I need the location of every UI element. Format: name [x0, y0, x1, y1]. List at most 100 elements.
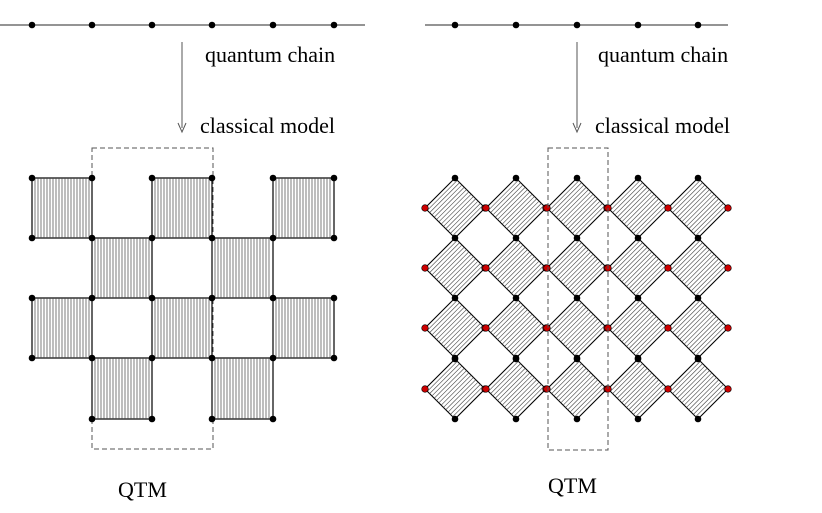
hatch-line: [556, 187, 587, 218]
red-lattice-node: [664, 324, 672, 332]
hatch-line: [429, 363, 460, 394]
right-quantum-chain-label: quantum chain: [598, 42, 728, 67]
hatch-line: [499, 251, 531, 283]
red-lattice-node: [543, 324, 551, 332]
hatch-line: [679, 249, 710, 280]
lattice-node: [269, 174, 277, 182]
hatch-line: [495, 187, 526, 218]
chain-node: [330, 21, 338, 29]
right-qtm-label: QTM: [548, 473, 597, 498]
lattice-node: [451, 415, 459, 423]
hatch-line: [558, 189, 589, 220]
hatch-line: [452, 205, 483, 236]
hatch-line: [495, 307, 526, 338]
hatch-line: [567, 318, 598, 349]
hatch-line: [506, 379, 537, 410]
hatch-line: [672, 242, 703, 273]
left-panel: quantum chain classical model QTM: [0, 21, 365, 502]
hatch-line: [553, 184, 585, 216]
hatch-line: [695, 325, 726, 356]
hatch-line: [683, 193, 715, 225]
lattice-plaquette: [151, 177, 213, 239]
lattice-node: [573, 234, 581, 242]
lattice-node: [694, 174, 702, 182]
hatch-line: [617, 187, 648, 218]
hatch-line: [623, 374, 655, 406]
hatch-line: [445, 318, 476, 349]
hatch-line: [497, 309, 528, 340]
lattice-node: [28, 354, 36, 362]
lattice-node: [512, 415, 520, 423]
hatch-line: [443, 316, 474, 347]
hatch-line: [452, 386, 483, 417]
hatch-line: [450, 263, 481, 294]
hatch-line: [440, 253, 472, 285]
red-lattice-node: [482, 264, 490, 272]
hatch-line: [565, 377, 596, 408]
hatch-line: [560, 191, 592, 223]
hatch-line: [445, 379, 476, 410]
hatch-line: [677, 368, 708, 399]
hatch-line: [626, 316, 657, 347]
hatch-line: [488, 361, 519, 392]
diamond-plaquette: [607, 297, 669, 359]
hatch-line: [551, 182, 582, 213]
hatch-line: [427, 300, 458, 331]
red-lattice-node: [664, 264, 672, 272]
hatch-line: [511, 323, 542, 354]
hatch-line: [619, 309, 650, 340]
lattice-plaquette: [91, 237, 153, 299]
hatch-line: [569, 381, 601, 413]
chain-node: [28, 21, 36, 29]
hatch-line: [623, 313, 655, 345]
hatch-line: [501, 193, 533, 225]
diamond-plaquette: [424, 358, 486, 420]
hatch-line: [436, 370, 467, 401]
hatch-line: [440, 313, 472, 345]
hatch-line: [630, 260, 662, 292]
hatch-line: [628, 379, 659, 410]
hatch-line: [504, 377, 535, 408]
red-lattice-node: [482, 324, 490, 332]
hatch-line: [628, 198, 659, 229]
lattice-node: [512, 355, 520, 363]
hatch-line: [429, 242, 460, 273]
hatch-line: [619, 249, 650, 280]
hatch-line: [551, 363, 582, 394]
hatch-line: [511, 384, 542, 415]
lattice-node: [269, 354, 277, 362]
hatch-line: [693, 384, 724, 415]
hatch-line: [490, 242, 521, 273]
hatch-line: [572, 384, 603, 415]
hatch-line: [508, 381, 540, 413]
lattice-node: [573, 415, 581, 423]
diamond-plaquette: [667, 177, 729, 239]
hatch-line: [562, 253, 594, 285]
hatch-line: [674, 304, 706, 336]
lattice-node: [88, 234, 96, 242]
hatch-line: [452, 325, 483, 356]
hatch-line: [679, 189, 710, 220]
lattice-node: [88, 354, 96, 362]
hatch-line: [619, 370, 650, 401]
hatch-line: [427, 361, 458, 392]
hatch-line: [431, 244, 463, 276]
hatch-line: [499, 191, 531, 223]
hatch-line: [445, 198, 476, 229]
hatch-line: [677, 247, 708, 278]
hatch-line: [672, 302, 703, 333]
left-quantum-chain-label: quantum chain: [205, 42, 335, 67]
hatch-line: [670, 180, 701, 211]
hatch-line: [693, 203, 724, 234]
hatch-line: [672, 363, 703, 394]
lattice-node: [208, 294, 216, 302]
hatch-line: [674, 365, 706, 397]
lattice-node: [88, 415, 96, 423]
hatch-line: [688, 198, 719, 229]
hatch-line: [628, 318, 659, 349]
hatch-line: [686, 196, 717, 227]
hatch-line: [513, 325, 544, 356]
hatch-line: [695, 386, 726, 417]
hatch-line: [438, 251, 470, 283]
